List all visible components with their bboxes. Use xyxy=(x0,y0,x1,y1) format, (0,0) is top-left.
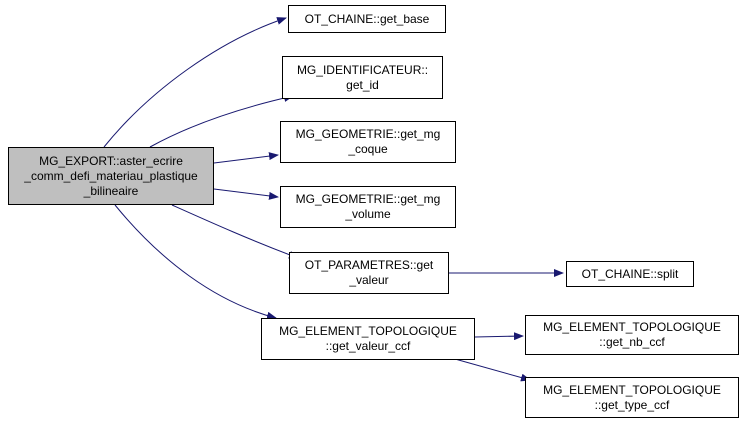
node-mg-element-topologique-get-nb-ccf[interactable]: MG_ELEMENT_TOPOLOGIQUE ::get_nb_ccf xyxy=(525,315,739,355)
node-label-line: _bilineaire xyxy=(83,183,139,198)
node-label-line: MG_IDENTIFICATEUR:: xyxy=(296,62,429,77)
node-mg-geometrie-get-mg-volume[interactable]: MG_GEOMETRIE::get_mg _volume xyxy=(280,186,456,228)
edge-get-valeur-ccf-to-get-type-ccf xyxy=(454,358,531,382)
node-label-line: OT_CHAINE::get_base xyxy=(304,11,430,26)
edge-root-to-get-id xyxy=(149,94,294,148)
edge-get-valeur-ccf-to-get-nb-ccf xyxy=(474,332,524,341)
node-label-line: OT_PARAMETRES::get xyxy=(304,258,434,272)
node-label-line: _volume xyxy=(345,207,391,221)
node-label-line: ::get_type_ccf xyxy=(594,397,670,412)
node-label-line: _coque xyxy=(348,142,388,156)
node-label-line: MG_ELEMENT_TOPOLOGIQUE xyxy=(543,382,721,397)
node-label-line: _comm_defi_materiau_plastique xyxy=(24,168,198,183)
node-label-line: MG_EXPORT::aster_ecrire xyxy=(39,153,183,168)
node-label-line: MG_ELEMENT_TOPOLOGIQUE xyxy=(543,320,721,334)
node-label-line: ::get_nb_ccf xyxy=(599,335,665,349)
node-label-line: _valeur xyxy=(349,273,389,287)
node-root-aster-ecrire: MG_EXPORT::aster_ecrire _comm_defi_mater… xyxy=(8,147,214,205)
node-mg-geometrie-get-mg-coque[interactable]: MG_GEOMETRIE::get_mg _coque xyxy=(280,121,456,163)
node-label-line: MG_GEOMETRIE::get_mg xyxy=(295,192,441,206)
node-label-line: MG_GEOMETRIE::get_mg xyxy=(295,127,441,141)
node-ot-chaine-split[interactable]: OT_CHAINE::split xyxy=(566,261,694,287)
node-ot-chaine-get-base[interactable]: OT_CHAINE::get_base xyxy=(288,5,446,33)
node-ot-parametres-get-valeur[interactable]: OT_PARAMETRES::get _valeur xyxy=(289,252,449,294)
node-label-line: ::get_valeur_ccf xyxy=(325,339,411,353)
node-label-line: MG_ELEMENT_TOPOLOGIQUE xyxy=(279,324,457,338)
node-label-line: get_id xyxy=(346,77,379,92)
node-mg-element-topologique-get-valeur-ccf[interactable]: MG_ELEMENT_TOPOLOGIQUE ::get_valeur_ccf xyxy=(261,318,475,360)
node-label-line: OT_CHAINE::split xyxy=(581,266,679,281)
edge-root-to-get-mg-volume xyxy=(213,188,279,200)
node-mg-identificateur-get-id[interactable]: MG_IDENTIFICATEUR:: get_id xyxy=(282,56,443,99)
edge-root-to-get-mg-coque xyxy=(213,152,279,164)
edge-root-to-get-valeur xyxy=(171,204,299,259)
edge-root-to-get-base xyxy=(103,17,287,148)
node-mg-element-topologique-get-type-ccf[interactable]: MG_ELEMENT_TOPOLOGIQUE ::get_type_ccf xyxy=(525,377,739,418)
edge-root-to-get-valeur-ccf xyxy=(114,204,277,320)
